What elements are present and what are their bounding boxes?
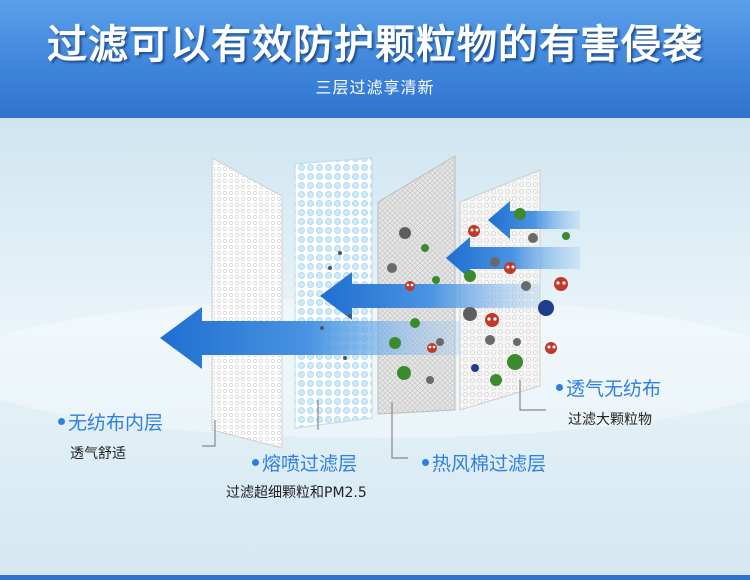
germ-icon bbox=[485, 313, 499, 327]
airflow-arrow-top bbox=[488, 201, 580, 239]
label-hot-air-layer: 热风棉过滤层 bbox=[422, 449, 546, 476]
layer-name: 热风棉过滤层 bbox=[432, 453, 547, 475]
leader-line-inner bbox=[202, 420, 216, 447]
label-outer-layer: 透气无纺布 过滤大颗粒物 bbox=[556, 374, 661, 429]
germ-icon bbox=[545, 342, 557, 354]
page-subtitle: 三层过滤享清新 bbox=[315, 78, 435, 97]
layer-name: 熔喷过滤层 bbox=[262, 453, 358, 475]
header-banner: 过滤可以有效防护颗粒物的有害侵袭 三层过滤享清新 bbox=[0, 0, 750, 118]
germ-icon bbox=[405, 281, 415, 291]
airflow-arrow-bottom bbox=[160, 307, 460, 369]
leader-line-outer bbox=[519, 380, 546, 411]
bullet-dot-icon bbox=[556, 384, 563, 391]
layer-desc: 透气舒适 bbox=[70, 446, 126, 462]
particles bbox=[320, 208, 570, 386]
page-title: 过滤可以有效防护颗粒物的有害侵袭 bbox=[47, 22, 703, 68]
bullet-dot-icon bbox=[58, 418, 65, 425]
filter-illustration bbox=[0, 118, 750, 580]
bullet-dot-icon bbox=[252, 459, 259, 466]
airflow-arrow-middle bbox=[320, 272, 540, 320]
filter-layers-diagram bbox=[0, 118, 750, 580]
germ-icon bbox=[504, 262, 516, 274]
germ-icon bbox=[554, 277, 568, 291]
airflow-arrow-second bbox=[446, 237, 580, 279]
layer-desc: 过滤大颗粒物 bbox=[568, 412, 652, 428]
germ-icon bbox=[427, 343, 437, 353]
bottom-bar bbox=[0, 575, 750, 580]
germ-icon bbox=[468, 225, 480, 237]
layer-inner bbox=[211, 157, 283, 449]
layer-name: 透气无纺布 bbox=[566, 378, 662, 400]
bullet-dot-icon bbox=[422, 459, 429, 466]
leader-line-hot-air bbox=[391, 402, 408, 459]
layer-desc: 过滤超细颗粒和PM2.5 bbox=[226, 485, 367, 501]
label-meltblown-desc: 过滤超细颗粒和PM2.5 bbox=[226, 482, 367, 502]
label-inner-layer: 无纺布内层 透气舒适 bbox=[58, 408, 163, 463]
label-meltblown-layer: 熔喷过滤层 bbox=[252, 449, 357, 476]
layer-name: 无纺布内层 bbox=[68, 412, 164, 434]
